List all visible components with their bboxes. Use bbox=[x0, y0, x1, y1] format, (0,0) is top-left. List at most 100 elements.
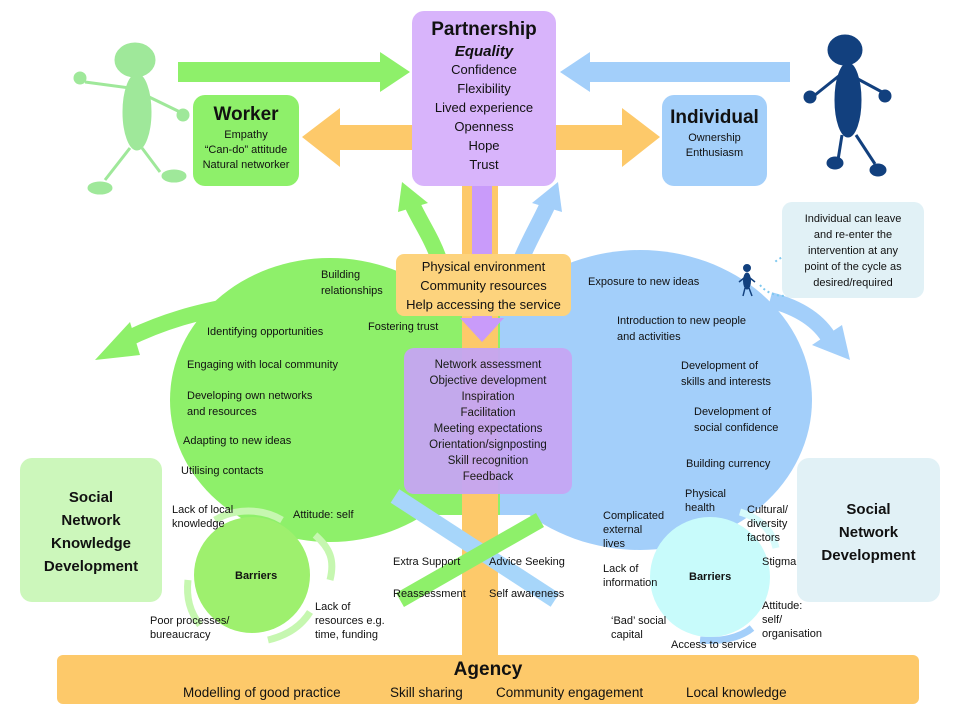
sn-knowledge-line: Network bbox=[61, 512, 121, 529]
center-process-box: Network assessment Objective development… bbox=[404, 348, 572, 494]
left-cycle-arrow-4 bbox=[184, 579, 203, 628]
environment-item: Community resources bbox=[420, 278, 547, 293]
poor-processes-label: Poor processes/ bureaucracy bbox=[150, 614, 229, 642]
label-line: information bbox=[603, 577, 658, 589]
advice-seeking-label: Advice Seeking bbox=[489, 556, 565, 568]
blue-up-arrow-head bbox=[532, 182, 562, 212]
worker-figure-icon bbox=[73, 42, 190, 195]
process-item: Inspiration bbox=[461, 391, 515, 403]
attitude-self-label: Attitude: self bbox=[293, 509, 354, 521]
process-item: Feedback bbox=[462, 471, 514, 483]
building-currency-label: Building currency bbox=[686, 458, 771, 470]
label-line: ‘Bad’ social bbox=[611, 615, 667, 627]
cultural-factors-label: Cultural/ diversity factors bbox=[747, 503, 788, 545]
right-cycle-arrow-2 bbox=[644, 511, 687, 547]
development-skills-label: Development of skills and interests bbox=[681, 358, 771, 390]
orange-arrow-right bbox=[540, 108, 660, 167]
curved-arrow-right-head bbox=[812, 325, 850, 360]
environment-box: Physical environment Community resources… bbox=[396, 254, 571, 316]
note-line: and re-enter the bbox=[813, 229, 893, 241]
partnership-item: Lived experience bbox=[434, 100, 534, 115]
cross-arrow-green bbox=[396, 513, 544, 607]
label-line: Attitude: bbox=[762, 600, 803, 612]
self-awareness-label: Self awareness bbox=[489, 588, 565, 600]
left-barriers-circle bbox=[194, 517, 310, 633]
label-line: Introduction to new people bbox=[617, 315, 747, 327]
label-line: bureaucracy bbox=[150, 629, 211, 641]
identifying-opportunities-label: Identifying opportunities bbox=[207, 326, 324, 338]
partnership-item: Confidence bbox=[451, 62, 517, 77]
label-line: Poor processes/ bbox=[150, 615, 230, 627]
process-item: Objective development bbox=[429, 375, 547, 387]
label-line: Lack of bbox=[315, 601, 351, 613]
green-up-arrow-head bbox=[398, 182, 428, 212]
exposure-ideas-label: Exposure to new ideas bbox=[588, 276, 700, 288]
fostering-trust-label: Fostering trust bbox=[368, 321, 439, 333]
sn-knowledge-box: Social Network Knowledge Development bbox=[20, 458, 162, 602]
sn-development-line: Network bbox=[838, 524, 899, 541]
lack-resources-label: Lack of resources e.g. time, funding bbox=[315, 600, 385, 642]
sn-knowledge-line: Knowledge bbox=[50, 535, 131, 552]
engaging-community-label: Engaging with local community bbox=[187, 359, 339, 371]
left-cycle-arrow-2 bbox=[312, 532, 336, 581]
label-line: and activities bbox=[617, 331, 681, 343]
label-line: external bbox=[603, 524, 643, 536]
label-line: Lack of local bbox=[172, 504, 234, 516]
partnership-title: Partnership bbox=[431, 19, 537, 40]
sn-development-line: Social bbox=[846, 501, 891, 518]
process-item: Orientation/signposting bbox=[429, 439, 547, 451]
worker-box: Worker Empathy “Can-do” attitude Natural… bbox=[193, 95, 299, 186]
building-relationships-label: Building relationships bbox=[321, 267, 383, 299]
small-individual-figure-icon bbox=[738, 264, 756, 297]
label-line: knowledge bbox=[172, 518, 225, 530]
note-line: intervention at any bbox=[808, 245, 898, 257]
worker-item: Empathy bbox=[224, 129, 268, 141]
left-cycle-arrow-3 bbox=[267, 610, 313, 644]
label-line: Development of bbox=[681, 360, 759, 372]
label-line: and resources bbox=[187, 406, 257, 418]
label-line: self/ bbox=[762, 614, 783, 626]
label-line: Cultural/ bbox=[747, 504, 788, 516]
complicated-lives-label: Complicated external lives bbox=[603, 509, 664, 551]
orange-arrow-left bbox=[302, 108, 420, 167]
attitude-organisation-label: Attitude: self/ organisation bbox=[762, 599, 822, 641]
environment-item: Physical environment bbox=[421, 259, 546, 274]
sn-development-line: Development bbox=[821, 547, 916, 564]
note-line: Individual can leave bbox=[804, 213, 902, 225]
partnership-item: Flexibility bbox=[457, 81, 511, 96]
label-line: skills and interests bbox=[681, 376, 771, 388]
process-item: Facilitation bbox=[460, 407, 516, 419]
label-line: health bbox=[685, 502, 715, 514]
worker-item: Natural networker bbox=[202, 159, 290, 171]
process-item: Skill recognition bbox=[447, 455, 529, 467]
label-line: factors bbox=[747, 532, 781, 544]
label-line: diversity bbox=[747, 518, 788, 530]
label-line: Physical bbox=[685, 488, 726, 500]
introduction-label: Introduction to new people and activitie… bbox=[617, 313, 746, 345]
individual-item: Enthusiasm bbox=[685, 147, 744, 159]
developing-networks-label: Developing own networks and resources bbox=[187, 388, 312, 420]
access-service-label: Access to service bbox=[671, 639, 757, 651]
extra-support-label: Extra Support bbox=[393, 556, 461, 568]
label-line: time, funding bbox=[315, 629, 378, 641]
adapting-ideas-label: Adapting to new ideas bbox=[183, 435, 292, 447]
partnership-subtitle: Equality bbox=[454, 43, 514, 60]
label-line: social confidence bbox=[694, 422, 779, 434]
label-line: Lack of bbox=[603, 563, 639, 575]
agency-item: Community engagement bbox=[496, 685, 644, 700]
agency-title: Agency bbox=[453, 659, 523, 680]
lack-information-label: Lack of information bbox=[603, 562, 657, 590]
worker-title: Worker bbox=[213, 104, 279, 125]
label-line: Complicated bbox=[603, 510, 665, 522]
reassessment-label: Reassessment bbox=[393, 588, 466, 600]
label-line: Development of bbox=[694, 406, 772, 418]
bad-social-capital-label: ‘Bad’ social capital bbox=[611, 614, 666, 642]
right-cycle-arrow-1 bbox=[738, 508, 780, 549]
utilising-contacts-label: Utilising contacts bbox=[181, 465, 264, 477]
individual-title: Individual bbox=[670, 107, 759, 128]
process-item: Meeting expectations bbox=[433, 423, 543, 435]
process-item: Network assessment bbox=[434, 359, 542, 371]
worker-to-partnership-arrow bbox=[178, 52, 410, 92]
right-barriers-title: Barriers bbox=[689, 571, 732, 583]
lack-local-knowledge-label: Lack of local knowledge bbox=[172, 503, 233, 531]
